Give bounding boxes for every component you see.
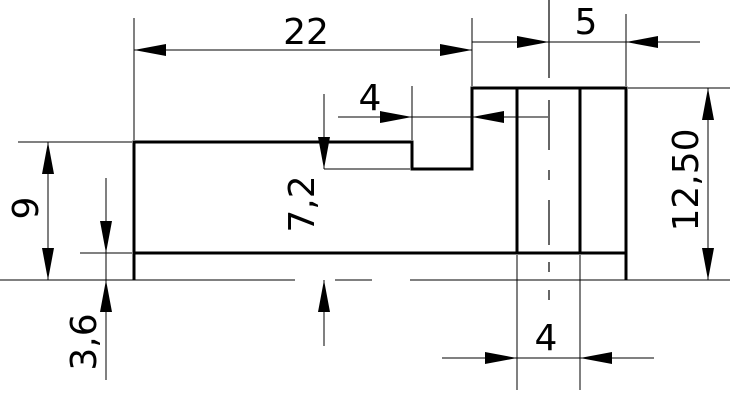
dim-4-slot: 4 [442,255,654,390]
part-outline [132,86,628,280]
dim-12-50: 12,50 [628,87,730,280]
arrow-7-2-bottom [318,280,330,312]
arrow-9-bottom [42,248,54,280]
dim-5: 5 [472,2,700,86]
dim-text-4-step: 4 [359,78,382,119]
dim-22: 22 [133,12,473,140]
dim-7-2: 7,2 [282,94,410,346]
arrow-4-slot-right [580,352,612,364]
dim-text-22: 22 [283,12,329,53]
arrow-4-step-right [472,111,504,123]
dim-9: 9 [6,141,132,280]
dim-text-7-2: 7,2 [282,175,323,232]
arrow-5-left [517,36,549,48]
arrow-4-step-left [380,111,412,123]
dim-text-4-slot: 4 [535,318,558,359]
dim-4-step: 4 [338,78,548,140]
dim-text-12-50: 12,50 [666,128,707,231]
arrow-22-right [440,44,472,56]
dim-text-3-6: 3,6 [64,313,105,370]
arrow-3-6-bottom [100,280,112,312]
dim-text-5: 5 [575,2,598,43]
arrow-4-slot-left [485,352,517,364]
dim-3-6: 3,6 [64,178,132,380]
dim-text-9: 9 [6,197,47,220]
arrow-9-top [42,142,54,174]
arrow-7-2-top [318,137,330,169]
arrow-12-50-bottom [702,248,714,280]
arrow-22-left [134,44,166,56]
part-profile [132,86,628,280]
arrow-12-50-top [702,88,714,120]
arrow-3-6-top [100,221,112,253]
arrow-5-right [626,36,658,48]
